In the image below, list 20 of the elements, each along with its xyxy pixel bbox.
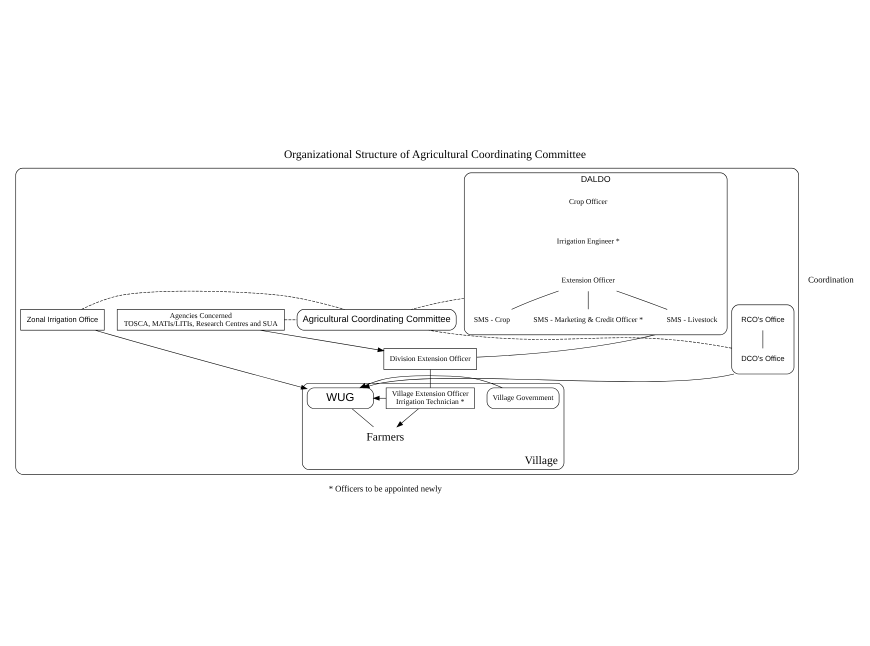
node-box: WUG <box>306 388 374 409</box>
arrow <box>260 330 385 352</box>
connector <box>81 290 345 310</box>
cluster <box>15 168 799 475</box>
connector <box>411 298 465 310</box>
connector <box>762 330 764 349</box>
node-box: Agricultural Coordinating Committee <box>296 309 456 330</box>
arrow <box>94 330 308 390</box>
label: Coordination <box>808 274 854 285</box>
arrow <box>396 408 419 428</box>
connector <box>511 290 559 310</box>
connector <box>428 330 732 348</box>
connector <box>476 334 656 358</box>
connector <box>616 290 668 310</box>
node-text: Farmers <box>366 431 404 444</box>
connector <box>352 408 374 428</box>
connector <box>430 369 431 388</box>
cluster <box>731 304 794 374</box>
diagram-title: Organizational Structure of Agricultural Coordinating Committee <box>284 148 586 161</box>
label: * Officers to be appointed newly <box>328 483 442 494</box>
